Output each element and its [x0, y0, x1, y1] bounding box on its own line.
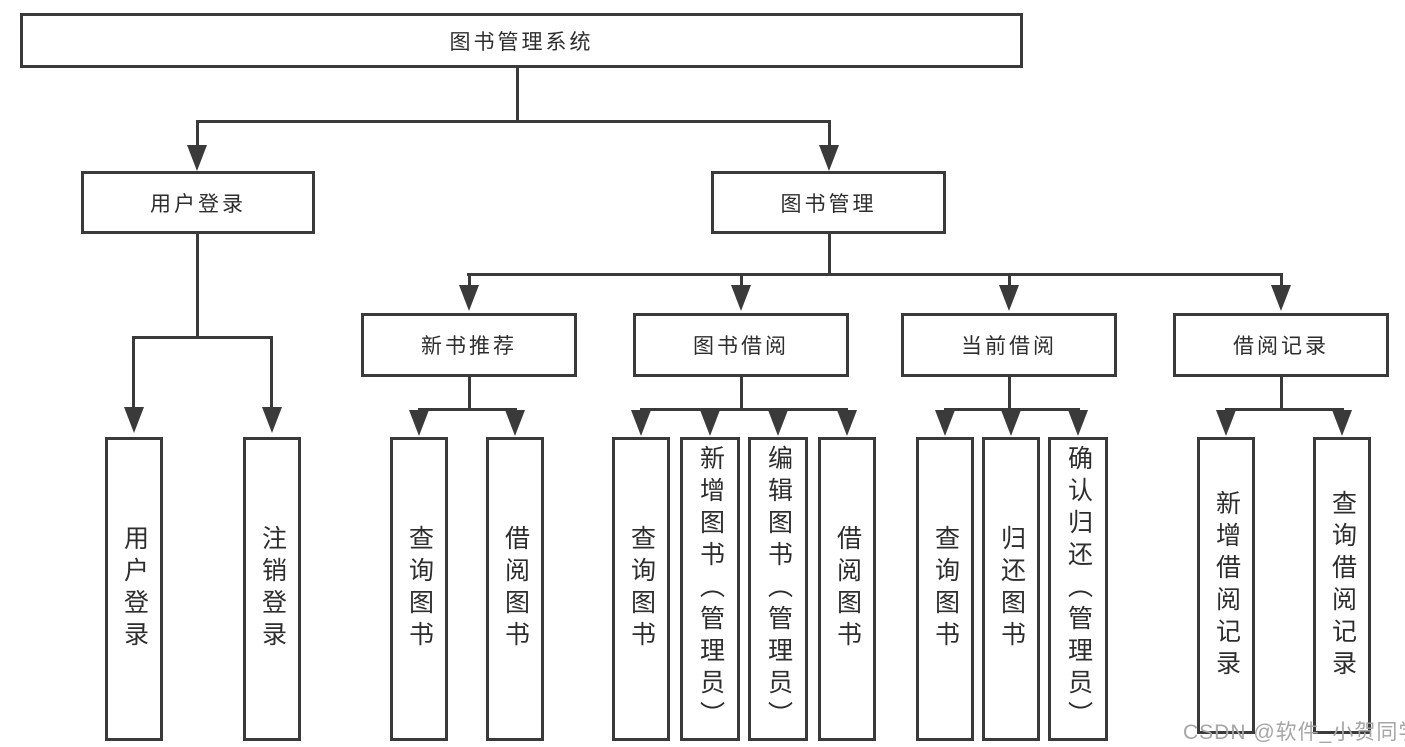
arrowhead [768, 410, 788, 436]
node-root: 图书管理系统 [20, 13, 1023, 68]
connector-stem [1008, 273, 1011, 288]
connector-stem [740, 273, 743, 288]
arrowhead [731, 285, 751, 311]
connector-user-leaves-rail [132, 336, 273, 339]
arrowhead [631, 410, 651, 436]
node-book-borrow: 图书借阅 [633, 313, 849, 377]
connector-level2-rail [196, 120, 831, 123]
leaf-edit-book-admin: 编辑图书（管理员） [748, 437, 808, 741]
node-user-login: 用户登录 [81, 171, 315, 234]
leaf-add-borrow-record: 新增借阅记录 [1197, 437, 1255, 734]
arrowhead [819, 145, 839, 171]
arrowhead [1216, 410, 1236, 436]
connector-trunk [1008, 375, 1011, 410]
arrowhead [409, 410, 429, 436]
connector-level3-rail [467, 273, 1283, 276]
arrowhead [999, 285, 1019, 311]
connector-stem [468, 273, 471, 288]
leaf-borrow-books-1: 借阅图书 [486, 437, 544, 741]
connector-stem [828, 120, 831, 148]
connector-rail [418, 408, 517, 411]
connector-rail [640, 408, 848, 411]
node-new-book-recommend: 新书推荐 [361, 313, 577, 377]
leaf-return-books: 归还图书 [982, 437, 1040, 741]
connector-stem [132, 336, 135, 410]
arrowhead [1332, 410, 1352, 436]
arrowhead [505, 410, 525, 436]
connector-stem [1280, 273, 1283, 288]
arrowhead [187, 145, 207, 171]
leaf-add-book-admin: 新增图书（管理员） [680, 437, 740, 741]
leaf-query-books-3: 查询图书 [916, 437, 974, 741]
arrowhead [1068, 410, 1088, 436]
leaf-confirm-return-admin: 确认归还（管理员） [1048, 437, 1108, 741]
leaf-borrow-books-2: 借阅图书 [818, 437, 876, 741]
leaf-logout: 注销登录 [243, 437, 301, 741]
connector-rail [1225, 408, 1344, 411]
leaf-user-login: 用户登录 [105, 437, 163, 741]
node-book-management: 图书管理 [711, 171, 946, 234]
connector-root-trunk [516, 66, 519, 122]
arrowhead [124, 407, 144, 433]
leaf-query-books-2: 查询图书 [612, 437, 670, 741]
connector-rail [944, 408, 1080, 411]
connector-trunk [468, 375, 471, 410]
watermark-text: CSDN @软件_小贺同学 [1183, 721, 1405, 744]
connector-user-login-trunk [196, 232, 199, 338]
connector-trunk [740, 375, 743, 410]
connector-trunk [1280, 375, 1283, 410]
arrowhead [837, 410, 857, 436]
connector-stem [196, 120, 199, 148]
arrowhead [262, 407, 282, 433]
node-borrow-records: 借阅记录 [1173, 313, 1389, 377]
leaf-query-borrow-record: 查询借阅记录 [1313, 437, 1371, 734]
leaf-query-books-1: 查询图书 [390, 437, 448, 741]
arrowhead [1271, 285, 1291, 311]
arrowhead [1001, 410, 1021, 436]
connector-book-mgmt-trunk [828, 232, 831, 275]
arrowhead [459, 285, 479, 311]
arrowhead [700, 410, 720, 436]
arrowhead [935, 410, 955, 436]
node-current-borrow: 当前借阅 [901, 313, 1117, 377]
connector-stem [270, 336, 273, 410]
